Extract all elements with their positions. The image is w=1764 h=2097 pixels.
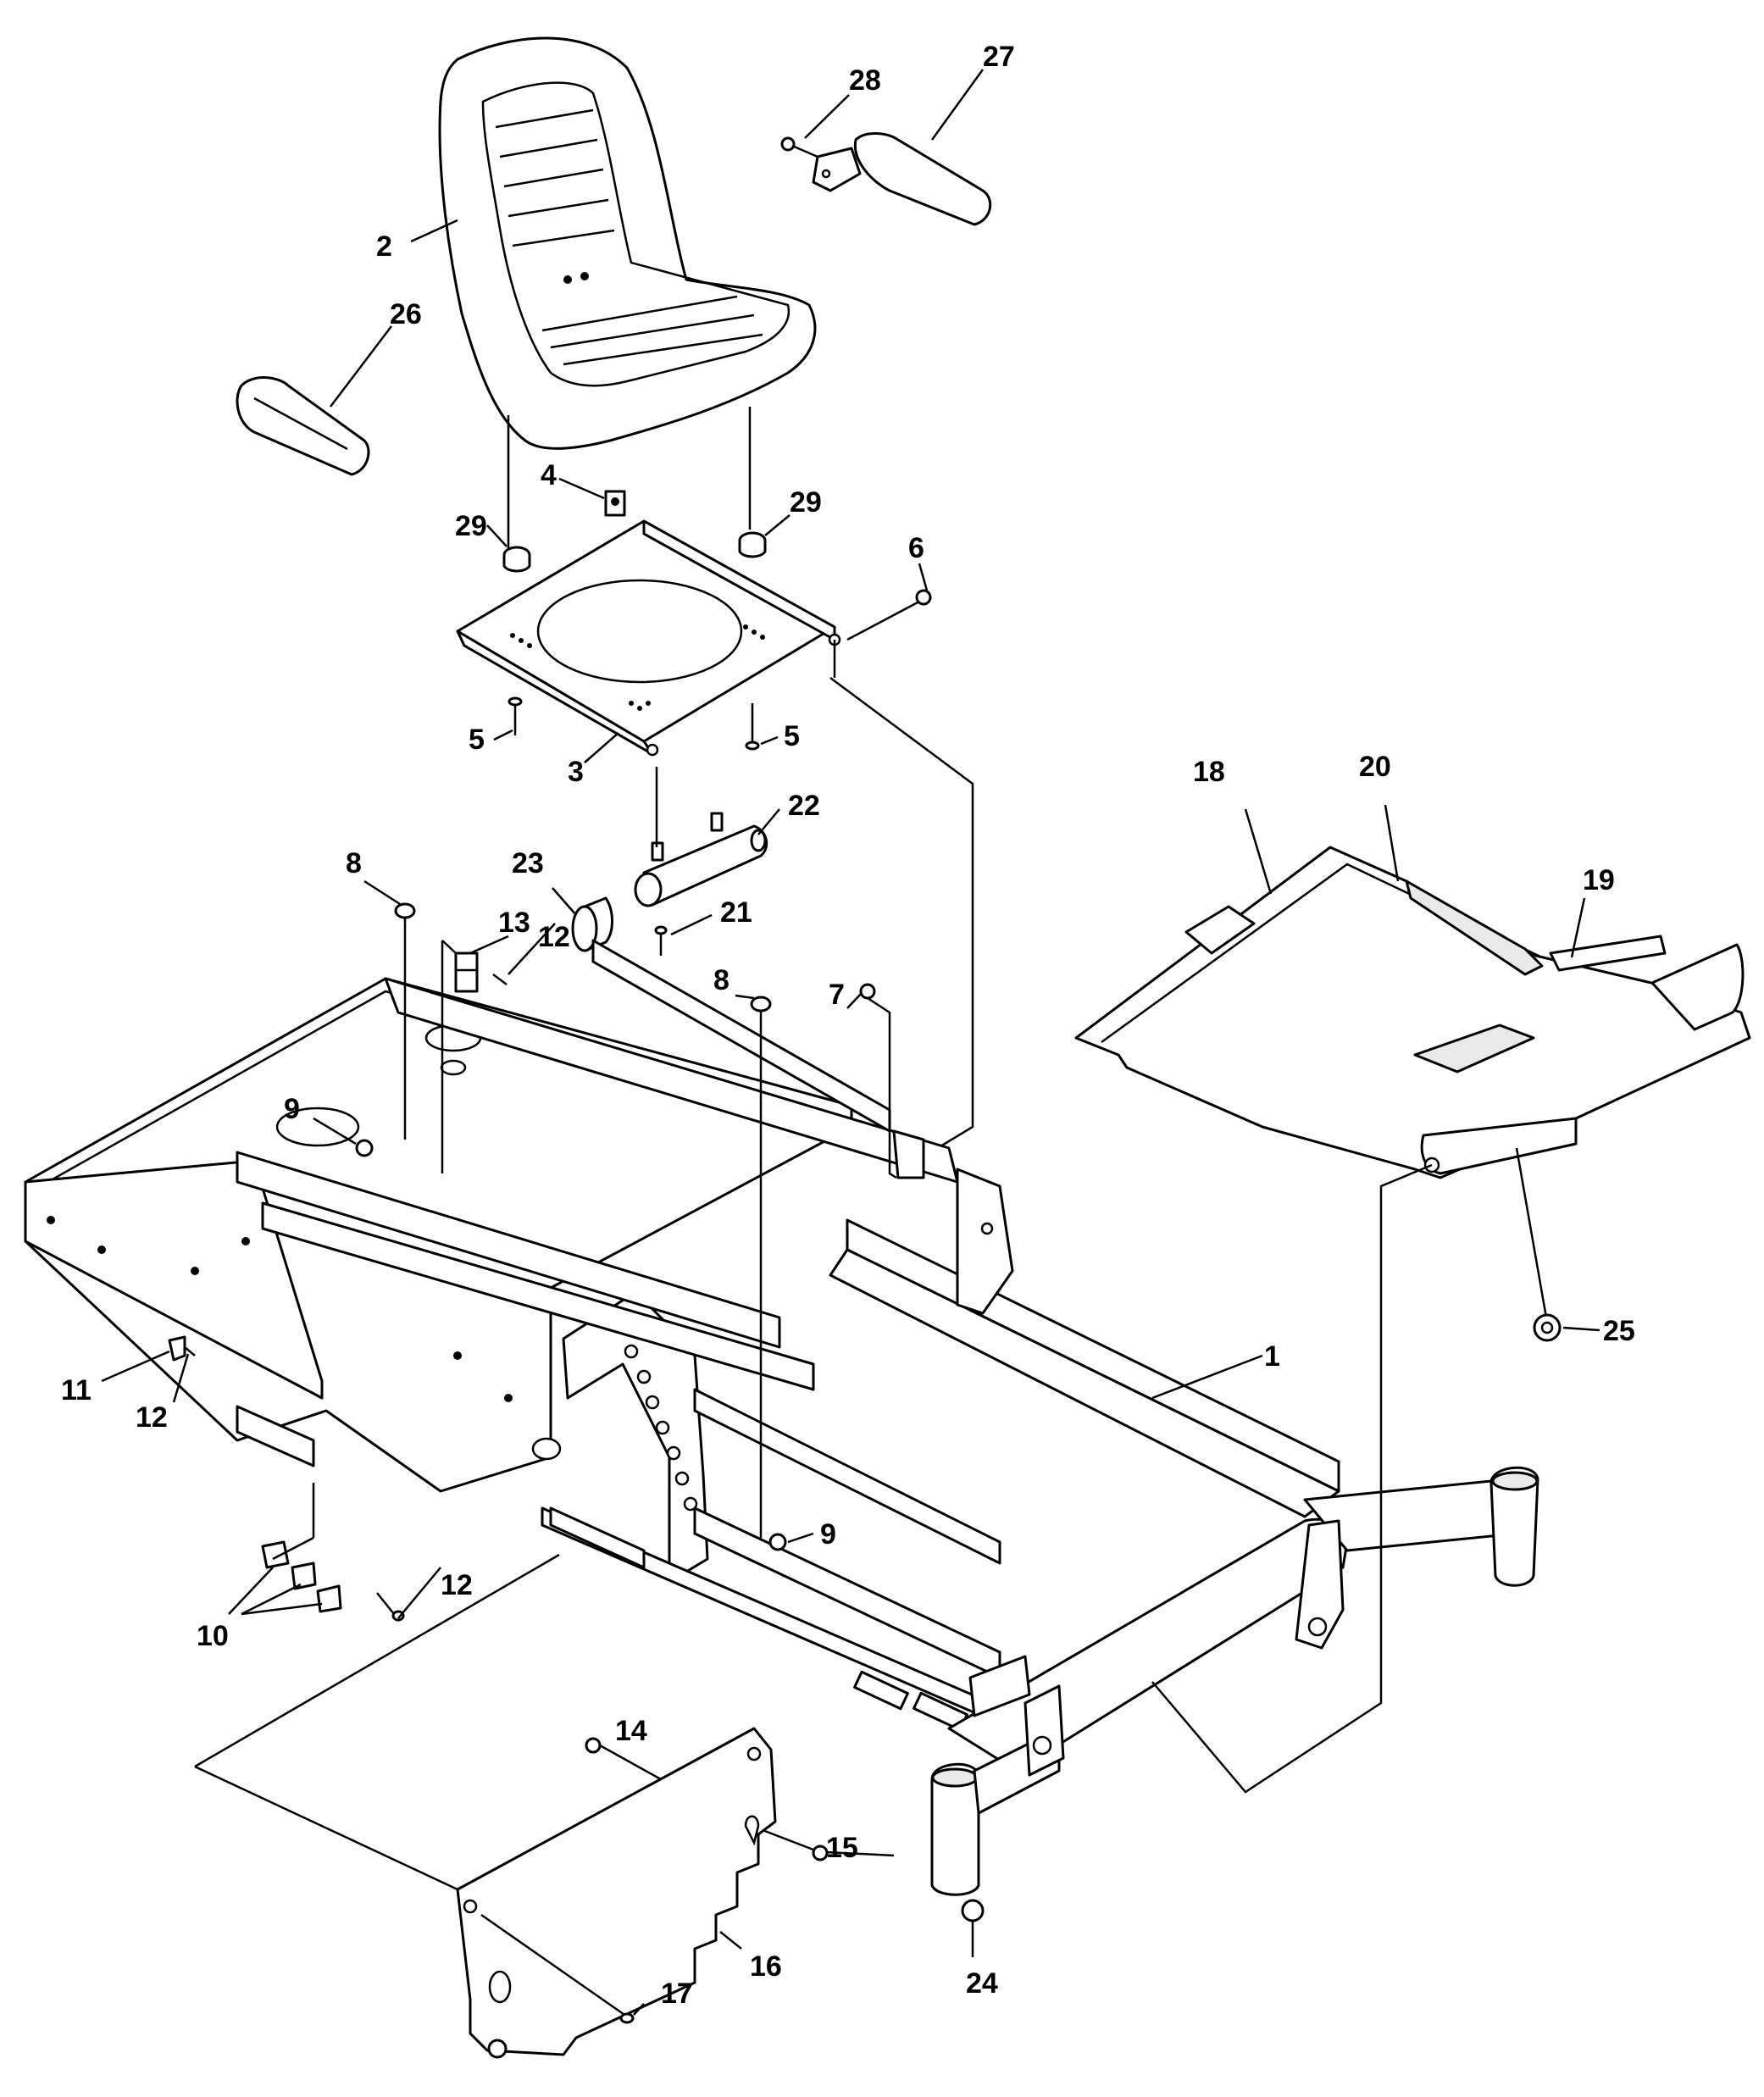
callout-29a: 29 [455, 510, 487, 542]
left-armrest [236, 376, 370, 476]
callout-13: 13 [498, 907, 530, 939]
main-frame [24, 939, 1539, 1896]
seat [438, 36, 817, 551]
callout-2: 2 [376, 230, 392, 263]
callout-14: 14 [615, 1715, 647, 1747]
callout-15: 15 [826, 1832, 858, 1864]
callout-29b: 29 [790, 486, 822, 519]
callout-27: 27 [983, 41, 1015, 73]
callout-19: 19 [1583, 864, 1615, 896]
callout-5a: 5 [469, 724, 485, 756]
callout-28: 28 [849, 64, 881, 97]
callout-21: 21 [720, 896, 752, 929]
seat-plate [456, 519, 841, 757]
callout-23: 23 [512, 847, 544, 879]
hardware [168, 902, 1562, 1957]
callout-9b: 9 [820, 1518, 836, 1551]
callout-16: 16 [750, 1950, 782, 1983]
pivot-tube [634, 812, 768, 907]
callout-5b: 5 [784, 720, 800, 752]
callout-18: 18 [1193, 756, 1225, 788]
callout-6: 6 [908, 532, 924, 564]
seat-switch [604, 490, 626, 517]
pivot-bushing [571, 896, 613, 952]
callout-26: 26 [390, 298, 422, 330]
callout-17: 17 [661, 1978, 693, 2010]
callout-8b: 8 [713, 964, 729, 996]
floor-pan [1074, 846, 1751, 1794]
callout-24: 24 [966, 1967, 998, 2000]
callout-25: 25 [1603, 1315, 1635, 1347]
callout-11: 11 [61, 1374, 92, 1406]
callout-12a: 12 [136, 1401, 168, 1434]
armrest-bolt [780, 136, 818, 158]
callout-1: 1 [1264, 1340, 1280, 1373]
callout-leaders [101, 69, 1600, 2016]
seat-plate-bolts [508, 589, 974, 1158]
callout-3: 3 [568, 756, 584, 788]
callout-20: 20 [1359, 751, 1391, 783]
callout-7: 7 [829, 979, 845, 1011]
right-armrest [812, 132, 992, 226]
callout-12b: 12 [538, 921, 570, 953]
callout-9a: 9 [284, 1093, 300, 1125]
callout-8a: 8 [346, 847, 362, 879]
callout-22: 22 [788, 790, 820, 822]
seat-bumpers [502, 531, 767, 573]
callout-10: 10 [197, 1620, 229, 1652]
cover-plate [194, 1553, 829, 2059]
callout-4: 4 [541, 459, 557, 491]
pivot-pin [654, 767, 668, 956]
callout-12c: 12 [441, 1569, 473, 1601]
callout-labels: 1 2 3 4 5 5 6 7 8 8 9 9 10 11 12 12 12 1… [61, 41, 1635, 2010]
